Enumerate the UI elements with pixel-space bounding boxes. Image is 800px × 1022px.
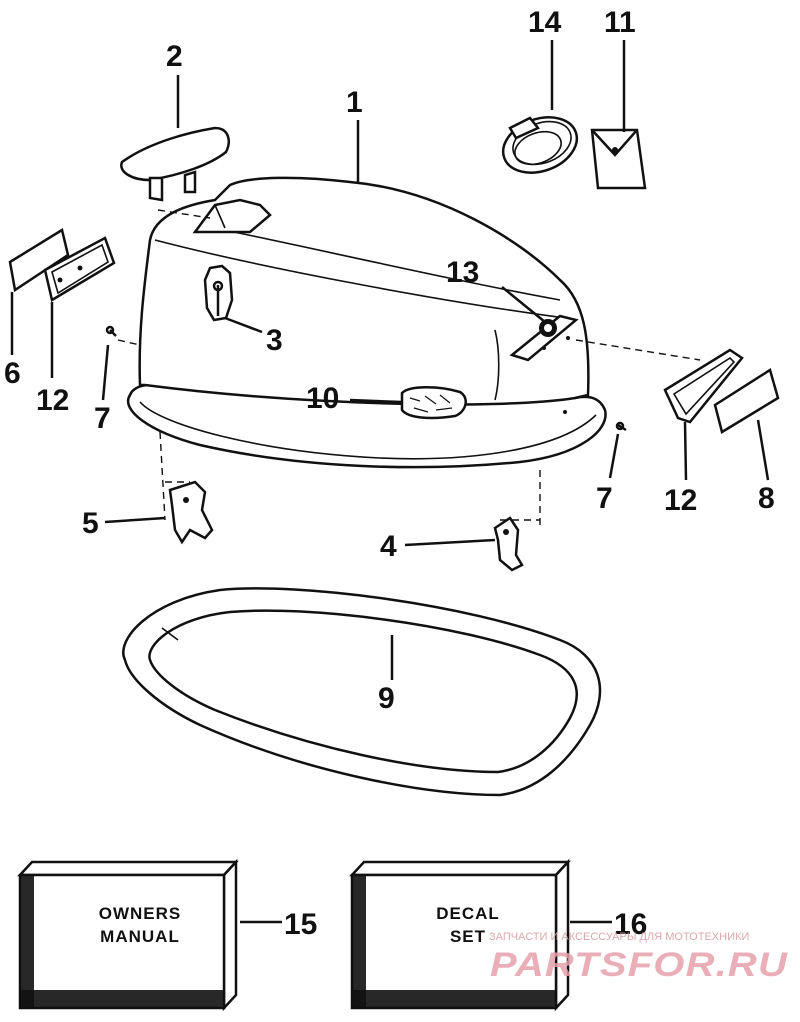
owners-manual-line2: MANUAL bbox=[100, 927, 180, 946]
tool-pouch bbox=[590, 128, 647, 190]
callout-11: 11 bbox=[604, 6, 636, 39]
right-decal-frame bbox=[663, 348, 744, 424]
callout-13: 13 bbox=[446, 256, 479, 289]
owners-manual-line1: OWNERS bbox=[99, 904, 182, 923]
motor-cover bbox=[127, 176, 607, 469]
owners-manual-box: OWNERS MANUAL bbox=[17, 858, 239, 1012]
callout-10: 10 bbox=[306, 382, 339, 415]
callout-6: 6 bbox=[4, 357, 21, 390]
left-decal bbox=[8, 228, 70, 293]
callout-4: 4 bbox=[380, 530, 397, 563]
callout-3: 3 bbox=[266, 324, 283, 357]
callout-2: 2 bbox=[166, 40, 183, 73]
right-decal bbox=[713, 368, 780, 434]
left-decal-frame bbox=[43, 236, 116, 302]
callout-9: 9 bbox=[378, 682, 395, 715]
callout-12-left: 12 bbox=[36, 384, 69, 417]
screw-right bbox=[615, 421, 627, 432]
callout-5: 5 bbox=[82, 507, 99, 540]
watermark: ЗАПЧАСТИ И АКСЕССУАРЫ ДЛЯ МОТОТЕХНИКИ PA… bbox=[489, 931, 789, 984]
left-bracket bbox=[168, 480, 214, 545]
callout-7-left: 7 bbox=[94, 402, 111, 435]
screw-left bbox=[105, 325, 141, 346]
callout-15: 15 bbox=[284, 908, 317, 941]
callout-16: 16 bbox=[614, 908, 647, 941]
right-bracket bbox=[493, 516, 524, 572]
decal-set-line1: DECAL bbox=[436, 904, 500, 923]
decal-set-line2: SET bbox=[450, 927, 486, 946]
callout-1: 1 bbox=[346, 86, 363, 119]
callout-8: 8 bbox=[758, 482, 775, 515]
watermark-logo: PARTSFOR.RU bbox=[490, 946, 789, 984]
callout-7-right: 7 bbox=[596, 482, 613, 515]
watermark-tagline: ЗАПЧАСТИ И АКСЕССУАРЫ ДЛЯ МОТОТЕХНИКИ bbox=[489, 931, 749, 943]
callout-14: 14 bbox=[528, 6, 562, 39]
cover-seal bbox=[122, 587, 602, 797]
callout-12-right: 12 bbox=[664, 484, 697, 517]
lanyard-coil bbox=[501, 116, 579, 174]
decal-set-box: DECAL SET bbox=[349, 858, 571, 1012]
insulation-pad bbox=[400, 386, 467, 420]
cover-cap bbox=[120, 126, 230, 219]
